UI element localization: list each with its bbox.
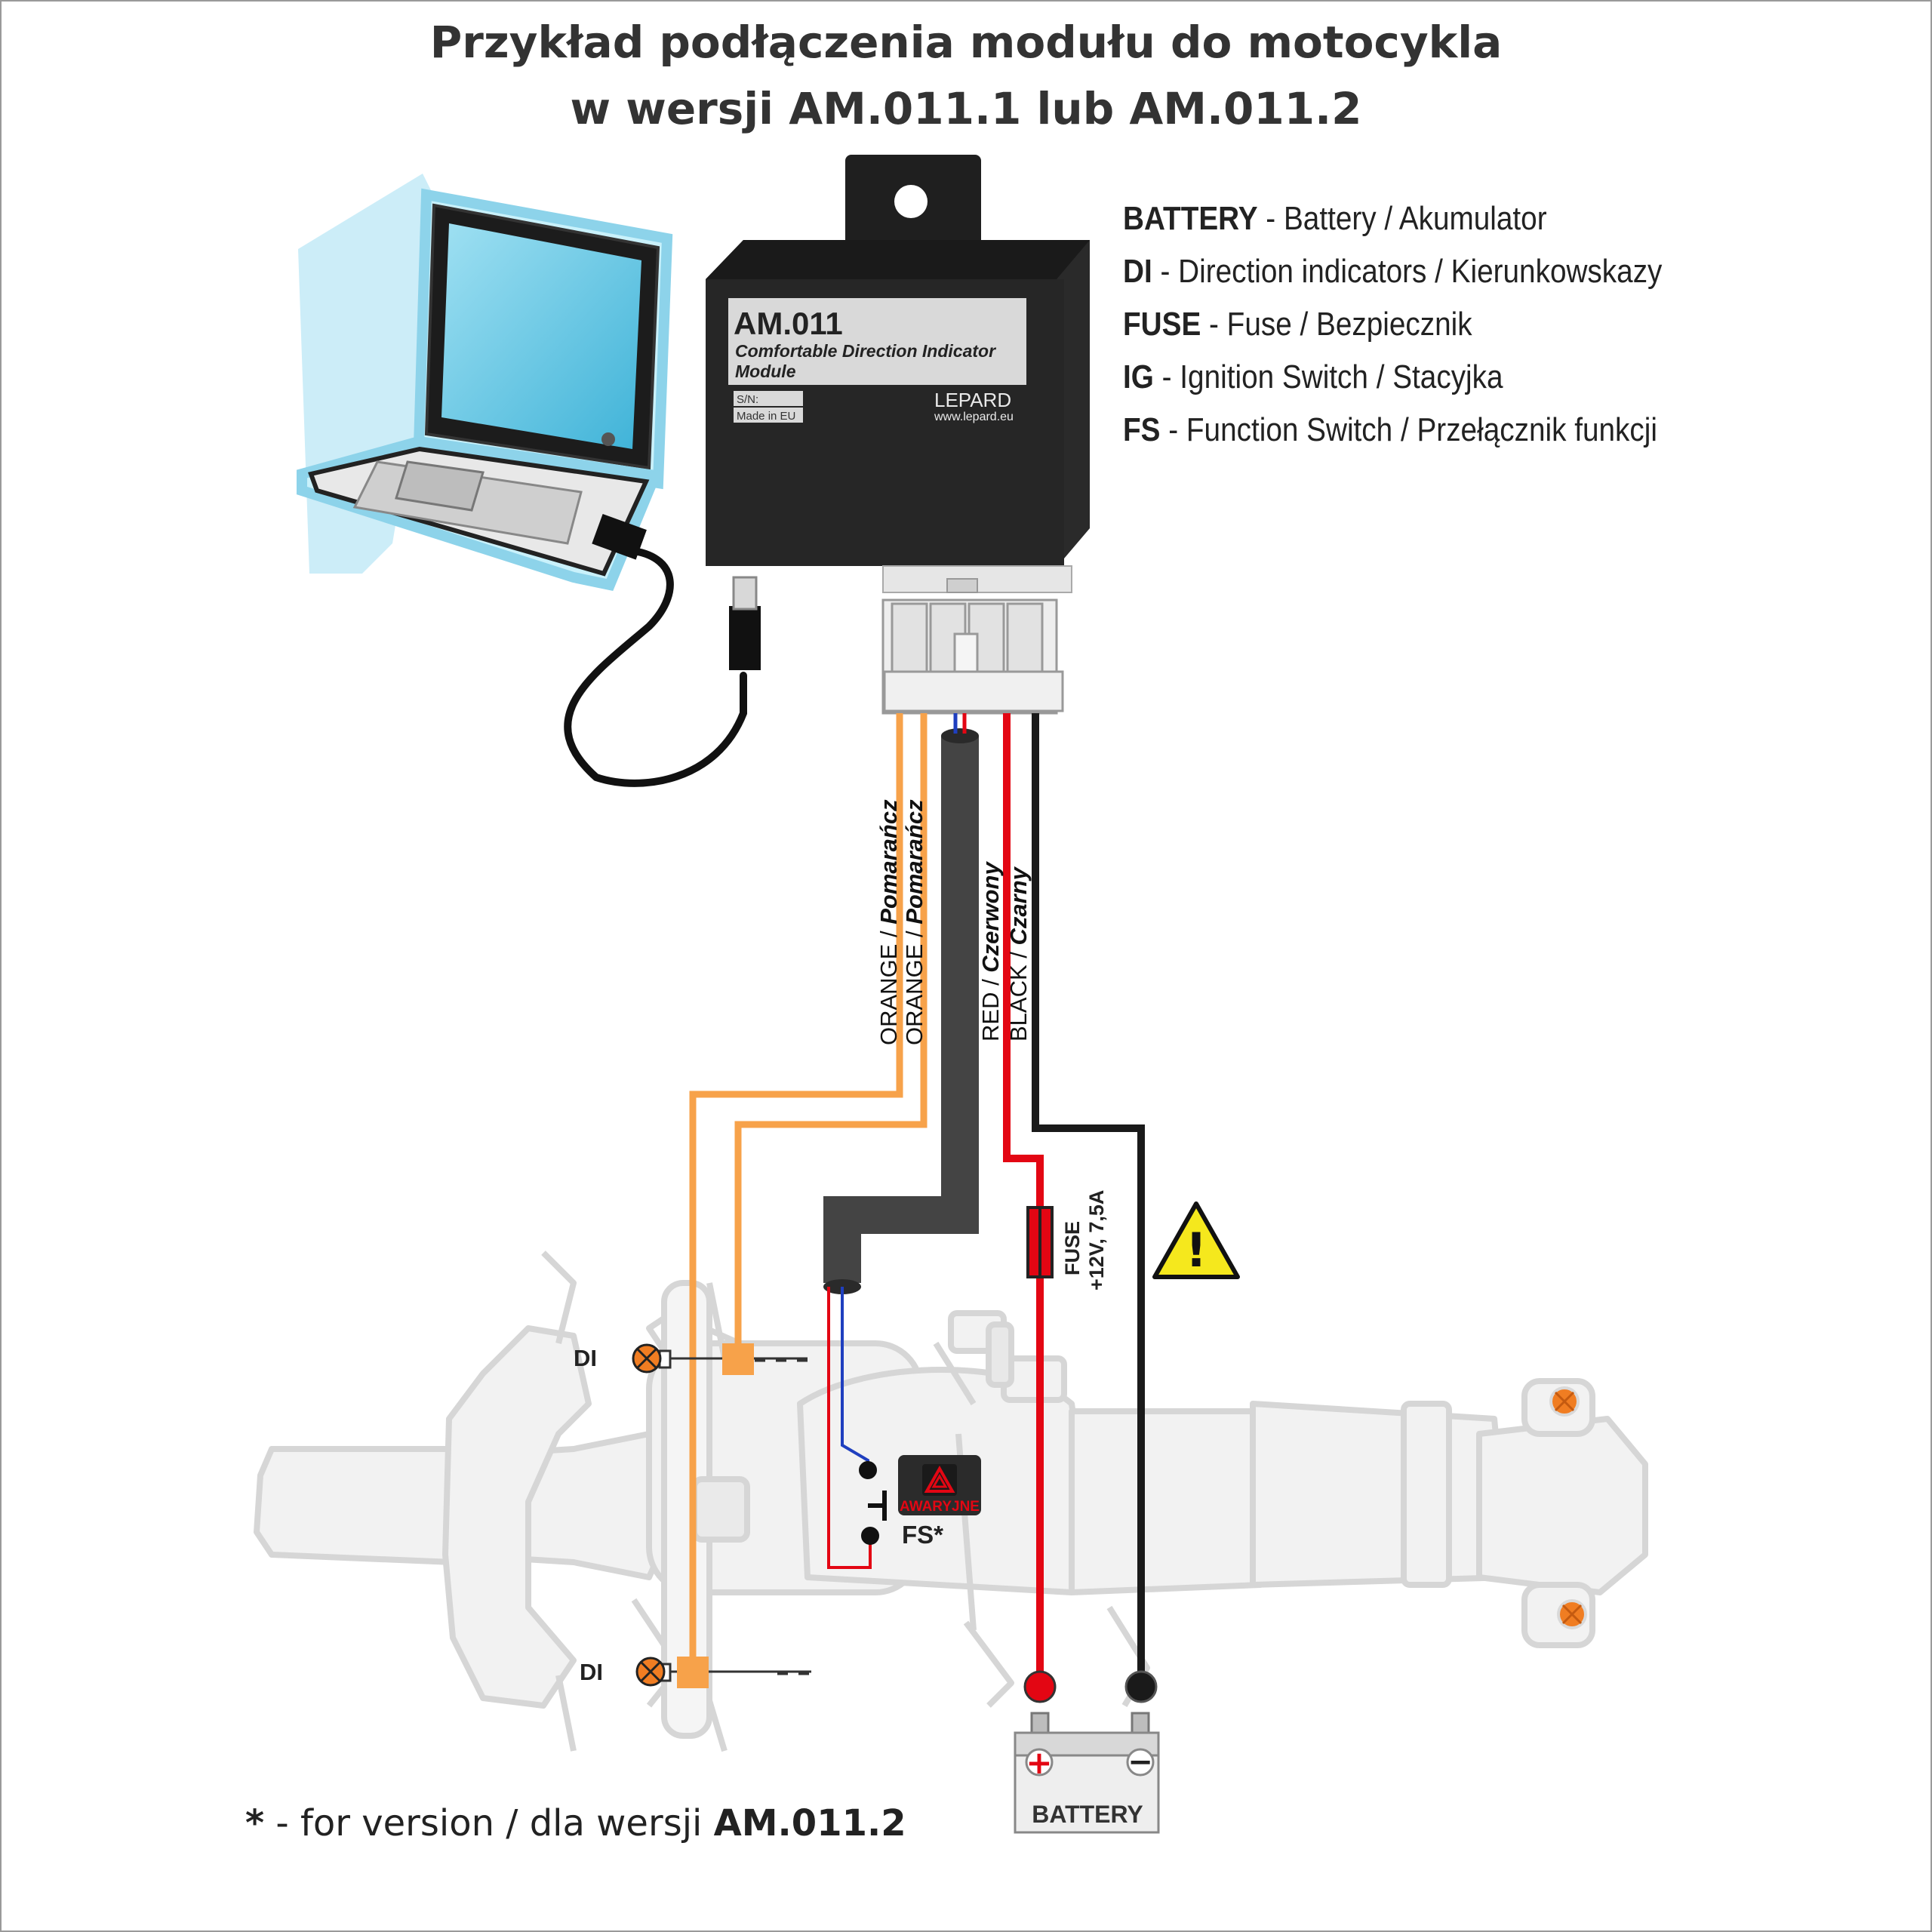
fs-label: FS*: [902, 1521, 943, 1549]
black-wire: [1032, 713, 1145, 1683]
di-label-top: DI: [574, 1345, 597, 1371]
orange-wire-2-label: ORANGE / Pomarańcz: [901, 799, 928, 1045]
battery-minus-symbol: −: [1128, 1745, 1153, 1780]
di-label-bottom: DI: [580, 1659, 603, 1685]
orange-wire-1-label: ORANGE / Pomarańcz: [875, 799, 902, 1045]
made-in-label: Made in EU: [737, 410, 795, 423]
wiring-connector: [881, 598, 1064, 715]
fuse: [1026, 1206, 1054, 1278]
black-wire-label: BLACK / Czarny: [1005, 866, 1032, 1041]
fuse-rating-label: +12V, 7,5A: [1085, 1190, 1108, 1291]
legend-fs: FS - Function Switch / Przełącznik funkc…: [1123, 411, 1657, 448]
battery-plus-symbol: +: [1026, 1744, 1052, 1781]
laptop-computer: [297, 174, 673, 592]
direction-indicator-rear-bottom: [1557, 1599, 1587, 1629]
direction-indicator-rear-top: [1549, 1386, 1580, 1417]
diagram-title-line1: Przykład podłączenia modułu do motocykla: [429, 17, 1503, 68]
function-switch: [859, 1461, 887, 1545]
red-wire-terminal: [1023, 1670, 1057, 1703]
direction-indicator-front-top: [632, 1343, 808, 1375]
hazard-button: AWARYJNE: [898, 1455, 981, 1515]
battery: + − BATTERY: [1014, 1712, 1160, 1834]
battery-label: BATTERY: [1032, 1801, 1143, 1828]
brand-label: LEPARD: [934, 389, 1011, 411]
legend-battery: BATTERY - Battery / Akumulator: [1123, 200, 1547, 237]
module-description-line1: Comfortable Direction Indicator: [735, 341, 996, 361]
black-wire-terminal: [1124, 1670, 1158, 1703]
module-model-label: AM.011: [734, 306, 843, 341]
usb-cable: [564, 513, 761, 787]
legend-ig: IG - Ignition Switch / Stacyjka: [1123, 358, 1503, 395]
module-am011: AM.011 Comfortable Direction Indicator M…: [706, 155, 1090, 593]
red-wire: [1003, 713, 1044, 1683]
website-label: www.lepard.eu: [934, 411, 1014, 423]
svg-text:!: !: [1186, 1223, 1207, 1278]
diagram-title-line2: w wersji AM.011.1 lub AM.011.2: [570, 83, 1362, 134]
motorcycle-silhouette: [254, 1251, 1648, 1752]
fs-cable-sheath: [823, 713, 979, 1294]
legend-fuse: FUSE - Fuse / Bezpiecznik: [1123, 306, 1472, 343]
orange-wire-1: [689, 713, 903, 1672]
module-description-line2: Module: [735, 361, 796, 381]
red-wire-label: RED / Czerwony: [977, 861, 1004, 1041]
legend: BATTERY - Battery / Akumulator DI - Dire…: [1123, 192, 1662, 457]
direction-indicator-front-bottom: [635, 1657, 815, 1688]
hazard-button-label: AWARYJNE: [900, 1499, 980, 1515]
footnote: * - for version / dla wersji AM.011.2: [245, 1802, 906, 1844]
warning-icon: !: [1152, 1201, 1240, 1279]
fuse-label: FUSE: [1061, 1221, 1084, 1275]
serial-number-label: S/N:: [737, 393, 758, 406]
orange-wire-2: [734, 713, 928, 1358]
legend-di: DI - Direction indicators / Kierunkowska…: [1123, 253, 1663, 290]
